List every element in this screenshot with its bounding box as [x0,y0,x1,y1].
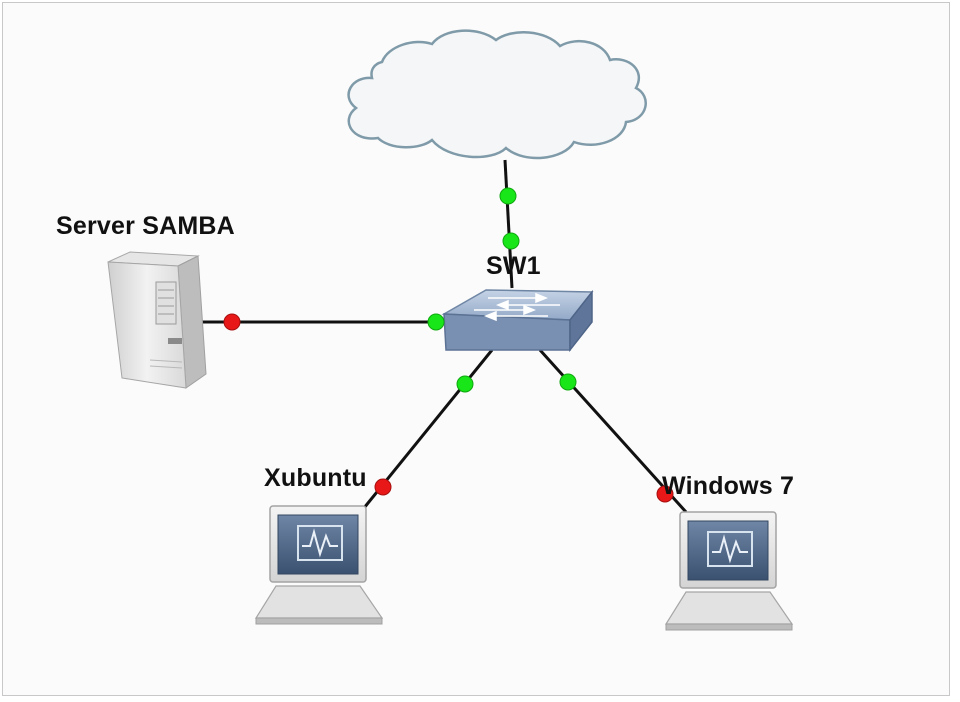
switch-sw1-icon[interactable] [441,289,594,353]
port-sw1-windows-up [559,373,577,391]
switch-sw1-label: SW1 [486,252,541,280]
xubuntu-label: Xubuntu [264,464,367,492]
server-samba-icon[interactable] [107,251,207,389]
xubuntu-pc-icon[interactable] [254,505,384,625]
link-cloud-sw1[interactable] [503,159,514,289]
cloud-shape [347,29,647,160]
port-sw1-server-up [427,313,445,331]
server-samba-label: Server SAMBA [56,212,235,240]
windows-label: Windows 7 [662,472,795,500]
port-indicators [223,187,674,503]
port-sw1-xubuntu-up [456,375,474,393]
cloud[interactable] [347,29,647,160]
port-cloud-up [499,187,517,205]
port-windows-down [656,485,674,503]
links [200,159,688,514]
switch-arrows-icon [474,292,560,322]
windows-pc-icon[interactable] [664,511,794,631]
port-xubuntu-down [374,478,392,496]
port-server-down [223,313,241,331]
port-sw1-cloud-up [502,232,520,250]
